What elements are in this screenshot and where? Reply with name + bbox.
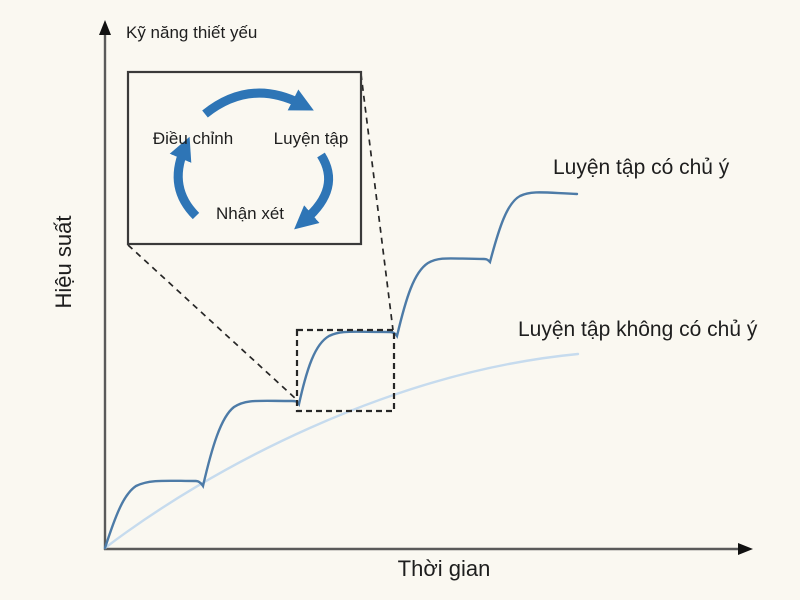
non-deliberate-curve-label: Luyện tập không có chủ ý [518,318,758,341]
x-axis-arrow-icon [738,543,753,555]
non-deliberate-practice-curve [103,352,580,550]
inset-label-adjust: Điều chỉnh [153,129,233,148]
x-axis-label: Thời gian [398,556,491,581]
essential-skill-label: Kỹ năng thiết yếu [126,23,257,42]
zoom-connector-left [127,244,297,400]
deliberate-practice-curve [103,191,579,550]
y-axis-label: Hiệu suất [51,216,76,309]
deliberate-curve-label: Luyện tập có chủ ý [553,156,730,179]
inset-label-feedback: Nhận xét [216,204,284,223]
y-axis-arrow-icon [99,20,111,35]
zoom-region-box [295,328,396,413]
inset-label-practice: Luyện tập [274,129,349,148]
cycle-arrow-top-icon [202,88,314,118]
cycle-arrow-left-icon [169,136,200,220]
cycle-arrow-right-icon [294,152,334,230]
zoom-connector-right [360,73,394,331]
